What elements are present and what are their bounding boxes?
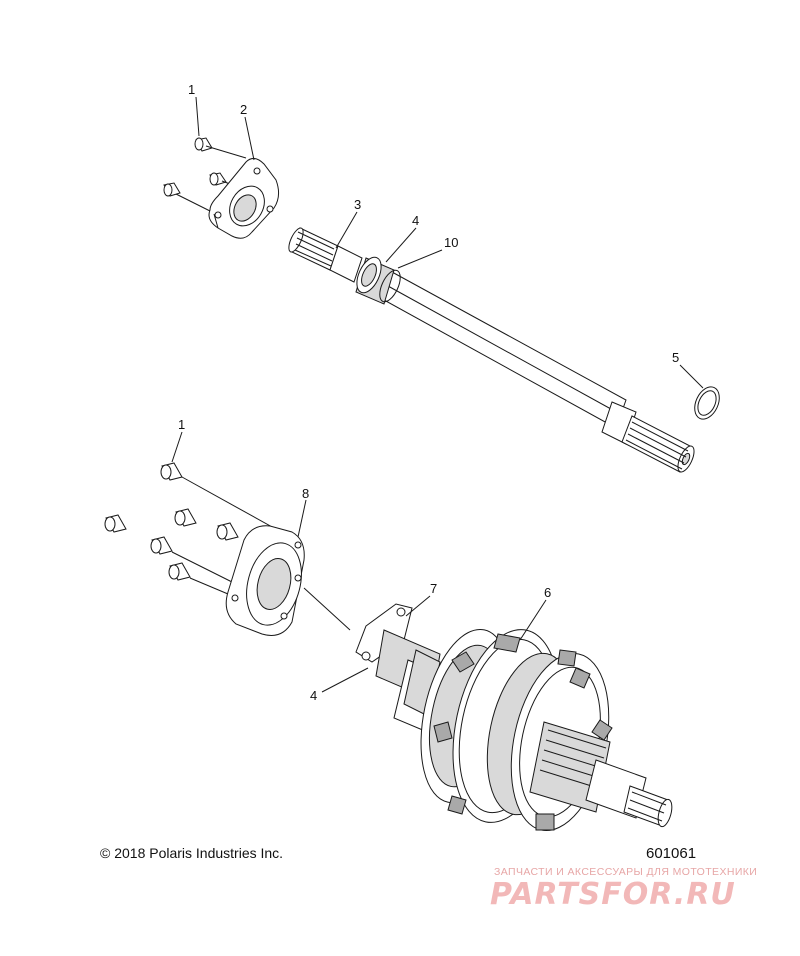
flange-plate-2 <box>208 158 280 239</box>
callout-3: 3 <box>354 197 361 212</box>
lower-bolt-1a <box>160 462 293 539</box>
callout-7: 7 <box>430 581 437 596</box>
lower-bolt-1b <box>174 508 197 527</box>
upper-screw-1c <box>163 182 213 213</box>
watermark-tagline: ЗАПЧАСТИ И АКСЕССУАРЫ ДЛЯ МОТОТЕХНИКИ <box>494 866 758 878</box>
watermark-logo: PARTSFOR.RU <box>490 877 736 912</box>
long-shaft-3 <box>288 227 695 473</box>
upper-screw-1a <box>194 137 247 159</box>
lower-bolt-1f <box>168 562 229 595</box>
callout-1-upper: 1 <box>188 82 195 97</box>
callout-4-upper: 4 <box>412 213 419 228</box>
upper-screw-1b <box>209 172 239 188</box>
copyright-notice: © 2018 Polaris Industries Inc. <box>100 845 284 861</box>
lower-bolt-1c <box>216 522 239 541</box>
callout-8: 8 <box>302 486 309 501</box>
callout-6: 6 <box>544 585 551 600</box>
callout-10: 10 <box>444 235 458 250</box>
bearing-4-upper <box>355 256 401 305</box>
lower-bolt-1e <box>150 536 237 585</box>
callout-1-lower: 1 <box>178 417 185 432</box>
lower-bolt-1d <box>104 514 127 533</box>
flange-plate-8 <box>225 525 351 636</box>
o-ring-5 <box>694 386 720 420</box>
callout-5: 5 <box>672 350 679 365</box>
callout-2: 2 <box>240 102 247 117</box>
callout-4-lower: 4 <box>310 688 317 703</box>
leader-lines <box>171 96 704 693</box>
output-shaft <box>529 721 673 828</box>
figure-number: 601061 <box>646 845 697 862</box>
